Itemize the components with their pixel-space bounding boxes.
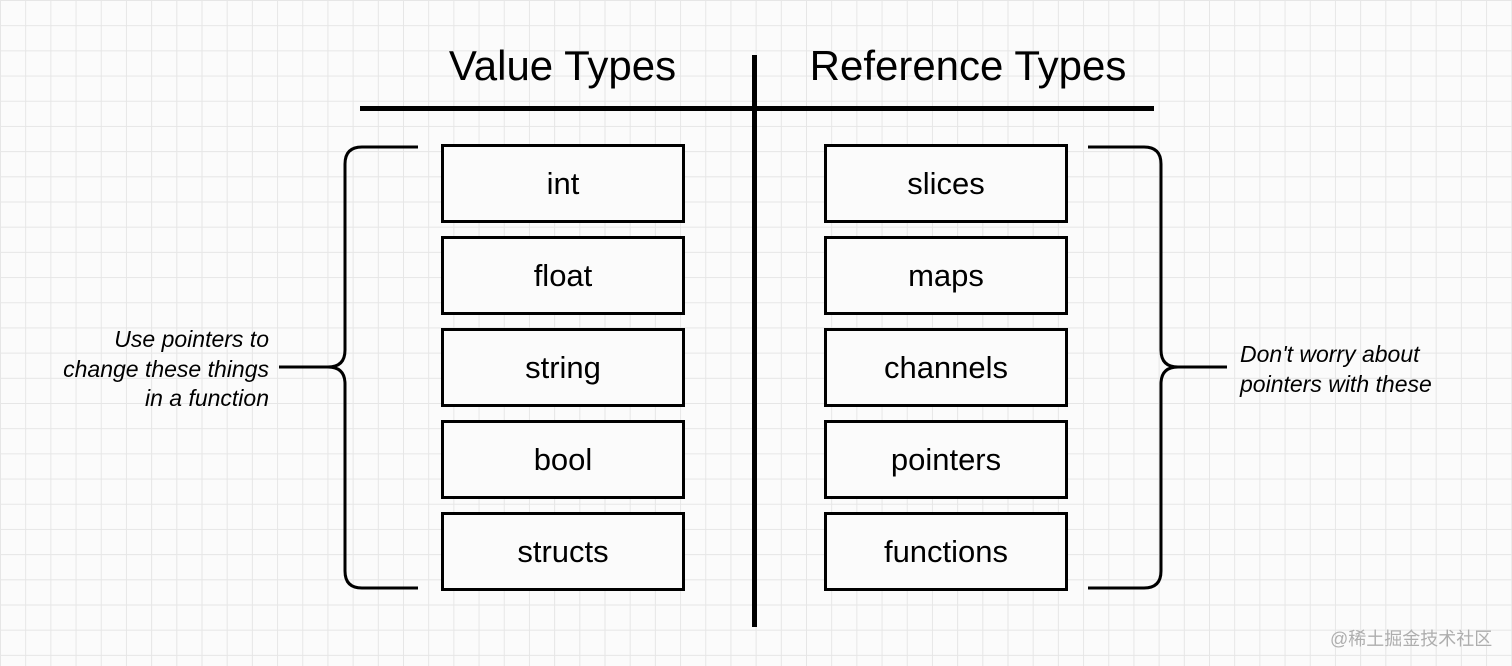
reference-type-box: functions	[824, 512, 1068, 591]
reference-type-label: slices	[907, 165, 985, 201]
value-type-label: int	[546, 165, 580, 201]
watermark: @稀土掘金技术社区	[1330, 629, 1493, 649]
reference-type-box: channels	[824, 328, 1068, 407]
left-curly-brace	[327, 145, 418, 590]
value-type-box: float	[441, 236, 685, 315]
value-types-annotation: Use pointers to change these things in a…	[20, 325, 269, 414]
annotation-line: pointers with these	[1240, 370, 1432, 397]
header-divider-horizontal	[360, 106, 1154, 111]
reference-types-heading: Reference Types	[809, 42, 1127, 89]
value-type-box: string	[441, 328, 685, 407]
reference-types-list: slices maps channels pointers functions	[824, 144, 1068, 604]
value-type-label: float	[533, 257, 593, 293]
value-types-heading: Value Types	[448, 42, 677, 89]
value-type-box: int	[441, 144, 685, 223]
value-type-box: structs	[441, 512, 685, 591]
value-type-label: bool	[533, 441, 593, 477]
column-divider-vertical	[752, 55, 757, 627]
reference-type-label: functions	[883, 533, 1009, 569]
reference-type-label: maps	[908, 257, 984, 293]
annotation-line: change these things	[63, 355, 269, 382]
reference-types-annotation: Don't worry about pointers with these	[1240, 340, 1500, 399]
annotation-line: Use pointers to	[114, 326, 269, 352]
value-type-box: bool	[441, 420, 685, 499]
right-curly-brace	[1088, 145, 1179, 590]
value-type-label: structs	[517, 533, 609, 569]
reference-type-box: slices	[824, 144, 1068, 223]
reference-type-label: pointers	[890, 441, 1002, 477]
reference-type-label: channels	[883, 349, 1009, 385]
reference-type-box: pointers	[824, 420, 1068, 499]
reference-type-box: maps	[824, 236, 1068, 315]
annotation-line: in a function	[144, 385, 269, 411]
value-type-label: string	[525, 349, 601, 385]
annotation-line: Don't worry about	[1240, 341, 1420, 367]
value-types-list: int float string bool structs	[441, 144, 685, 604]
